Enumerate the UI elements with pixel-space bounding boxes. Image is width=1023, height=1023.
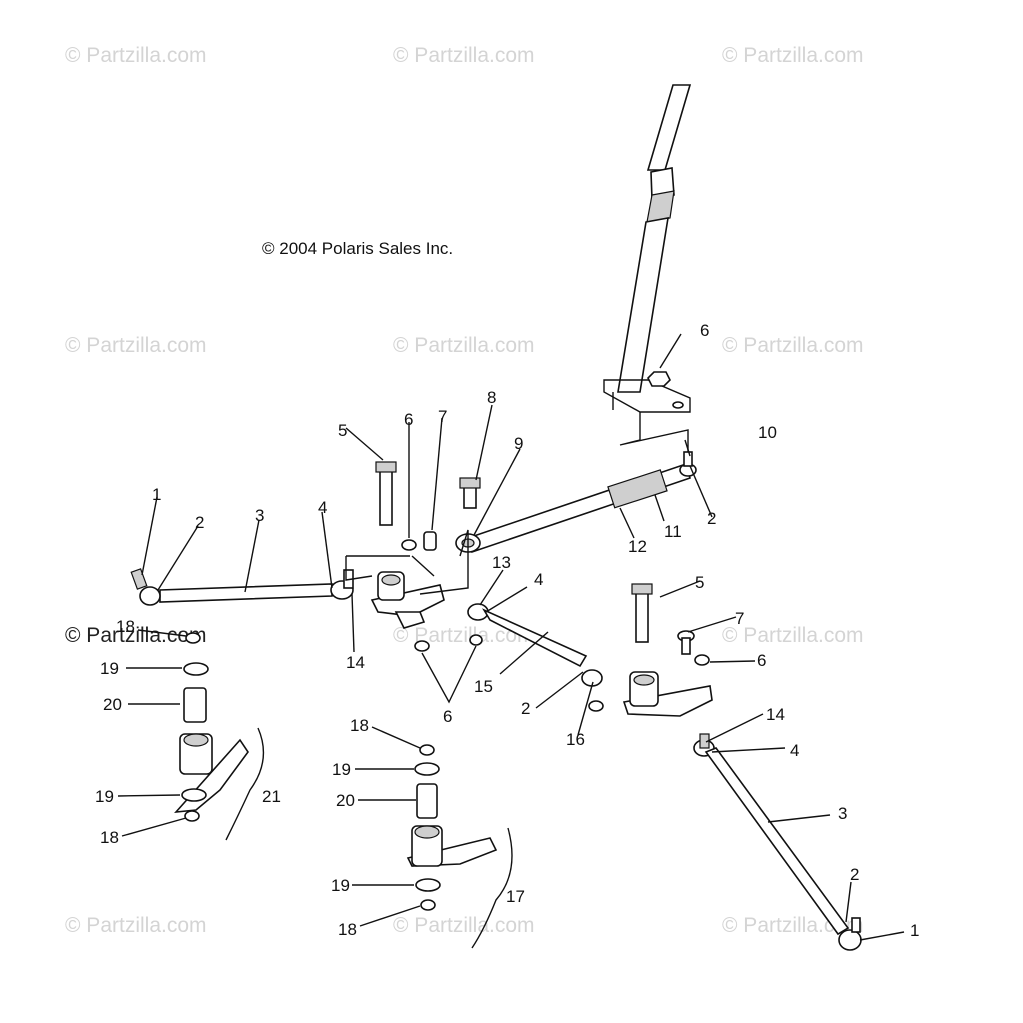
leader-lines: [117, 333, 905, 941]
watermark: © Partzilla.com: [65, 44, 207, 67]
watermark: © Partzilla.com: [393, 624, 535, 647]
callout-14: 14: [766, 705, 785, 724]
callout-19: 19: [331, 876, 350, 895]
callout-2: 2: [195, 513, 204, 532]
steering-column: [603, 84, 692, 430]
callout-13: 13: [492, 553, 511, 572]
watermark: © Partzilla.com: [393, 44, 535, 67]
callout-4: 4: [790, 741, 799, 760]
left-tie-rod: [130, 568, 354, 606]
watermark: © Partzilla.com: [65, 334, 207, 357]
callout-18: 18: [338, 920, 357, 939]
callout-1: 1: [152, 485, 161, 504]
callout-2: 2: [707, 509, 716, 528]
callout-18: 18: [350, 716, 369, 735]
callout-7: 7: [438, 407, 447, 426]
callout-17: 17: [506, 887, 525, 906]
callout-19: 19: [332, 760, 351, 779]
callout-11: 11: [664, 522, 682, 541]
watermark: © Partzilla.com: [722, 624, 864, 647]
callout-18: 18: [116, 617, 135, 636]
center-bracket: [345, 461, 483, 652]
callout-4: 4: [534, 570, 543, 589]
callout-6: 6: [404, 410, 413, 429]
callout-2: 2: [850, 865, 859, 884]
callout-14: 14: [346, 653, 365, 672]
callout-20: 20: [336, 791, 355, 810]
watermark: © Partzilla.com: [722, 334, 864, 357]
callout-6: 6: [757, 651, 766, 670]
watermark: © Partzilla.com: [65, 624, 207, 647]
callout-12: 12: [628, 537, 647, 556]
callout-2: 2: [521, 699, 530, 718]
callout-20: 20: [103, 695, 122, 714]
callout-5: 5: [338, 421, 347, 440]
center-drag-link: [467, 603, 604, 712]
callout-3: 3: [255, 506, 264, 525]
callout-10: 10: [758, 423, 777, 442]
callout-19: 19: [100, 659, 119, 678]
callout-4: 4: [318, 498, 327, 517]
callout-6: 6: [700, 321, 709, 340]
callout-9: 9: [514, 434, 523, 453]
callout-1: 1: [910, 921, 919, 940]
watermark: © Partzilla.com: [65, 914, 207, 937]
break-line: [619, 429, 689, 452]
callout-16: 16: [566, 730, 585, 749]
callout-15: 15: [474, 677, 493, 696]
callout-3: 3: [838, 804, 847, 823]
watermark: © Partzilla.com: [393, 334, 535, 357]
callout-5: 5: [695, 573, 704, 592]
callout-18: 18: [100, 828, 119, 847]
watermark: © Partzilla.com: [722, 44, 864, 67]
callout-19: 19: [95, 787, 114, 806]
callout-6: 6: [443, 707, 452, 726]
copyright-notice: © 2004 Polaris Sales Inc.: [262, 239, 453, 258]
callout-7: 7: [735, 609, 744, 628]
callouts: 1 2 3 4 5 6 7 8 9 10 2 11 12 6 13 4 14 1…: [95, 321, 919, 940]
callout-8: 8: [487, 388, 496, 407]
right-tie-rod: [693, 733, 862, 951]
right-bracket: [622, 583, 713, 717]
center-pivot-assembly: [406, 744, 513, 949]
left-pivot-assembly: [174, 632, 265, 841]
callout-21: 21: [262, 787, 281, 806]
watermark: © Partzilla.com: [393, 914, 535, 937]
